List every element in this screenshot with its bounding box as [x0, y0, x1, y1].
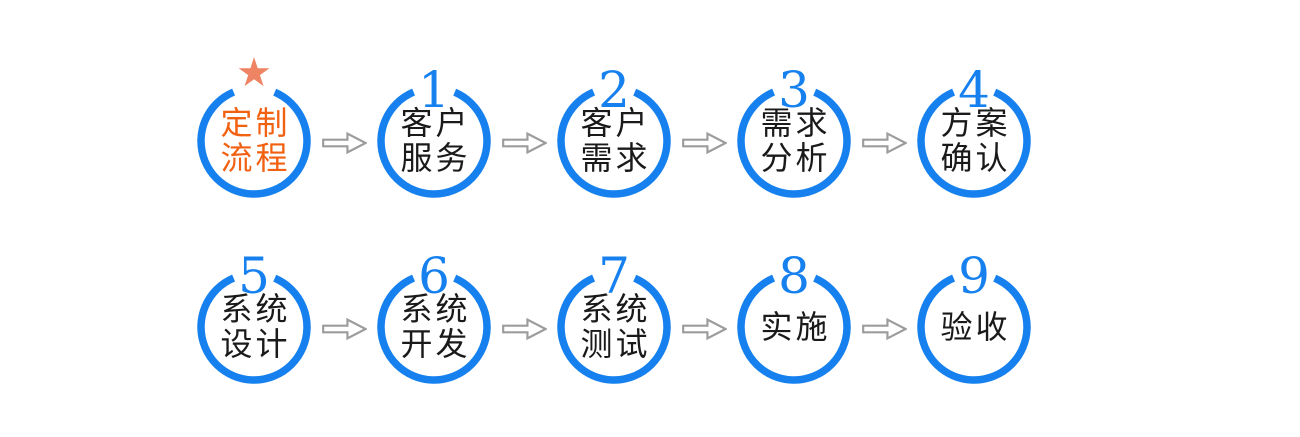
step-number: 7 [598, 247, 630, 305]
step-label: 客户 需求 [580, 105, 651, 176]
arrow-spacer [852, 318, 916, 340]
step-number: 8 [778, 247, 810, 305]
step-label: 系统 开发 [400, 291, 471, 362]
step-label: 客户 服务 [400, 105, 471, 176]
right-arrow-icon [681, 318, 727, 340]
circle-ring [917, 270, 1031, 384]
arrow-spacer [312, 318, 376, 340]
circle-ring [557, 84, 671, 198]
step-label: 系统 测试 [580, 291, 651, 362]
step-number: 9 [958, 247, 990, 305]
step-number: 3 [778, 61, 810, 119]
star-icon: ★ [236, 50, 272, 96]
step-node-9: 9 验收 [916, 251, 1032, 385]
step-node-1: 1 客户 服务 [376, 65, 492, 199]
circle-ring [197, 84, 311, 198]
step-label: 实施 [760, 308, 831, 345]
right-arrow-icon [681, 132, 727, 154]
circle-ring [377, 84, 491, 198]
circle-ring [737, 270, 851, 384]
right-arrow-icon [861, 318, 907, 340]
step-number: 1 [418, 61, 450, 119]
step-label: 验收 [940, 308, 1011, 345]
step-node-8: 8 实施 [736, 251, 852, 385]
step-node-3: 3 需求 分析 [736, 65, 852, 199]
circle-ring [737, 84, 851, 198]
right-arrow-icon [321, 318, 367, 340]
right-arrow-icon [501, 318, 547, 340]
step-number: 6 [418, 247, 450, 305]
right-arrow-icon [321, 132, 367, 154]
arrow-spacer [492, 318, 556, 340]
arrow-spacer [672, 132, 736, 154]
circle-ring [917, 84, 1031, 198]
step-node-4: 4 方案 确认 [916, 65, 1032, 199]
step-node-5: 5 系统 设计 [196, 251, 312, 385]
step-node-intro: ★ 定制 流程 [196, 53, 312, 199]
arrow-spacer [312, 132, 376, 154]
step-node-7: 7 系统 测试 [556, 251, 672, 385]
arrow-spacer [492, 132, 556, 154]
right-arrow-icon [861, 132, 907, 154]
circle-ring [197, 270, 311, 384]
flow-row-bottom: 5 系统 设计 6 系统 开发 [196, 251, 1032, 385]
arrow-spacer [852, 132, 916, 154]
step-label: 需求 分析 [760, 105, 831, 176]
step-label: 方案 确认 [940, 105, 1011, 176]
right-arrow-icon [501, 132, 547, 154]
flow-row-top: ★ 定制 流程 1 客户 服务 [196, 53, 1032, 199]
step-number: 5 [238, 247, 270, 305]
step-node-6: 6 系统 开发 [376, 251, 492, 385]
step-number: 4 [958, 61, 990, 119]
circle-ring [557, 270, 671, 384]
step-label: 系统 设计 [220, 291, 291, 362]
step-node-2: 2 客户 需求 [556, 65, 672, 199]
step-label: 定制 流程 [220, 105, 291, 176]
step-number: 2 [598, 61, 630, 119]
arrow-spacer [672, 318, 736, 340]
circle-ring [377, 270, 491, 384]
